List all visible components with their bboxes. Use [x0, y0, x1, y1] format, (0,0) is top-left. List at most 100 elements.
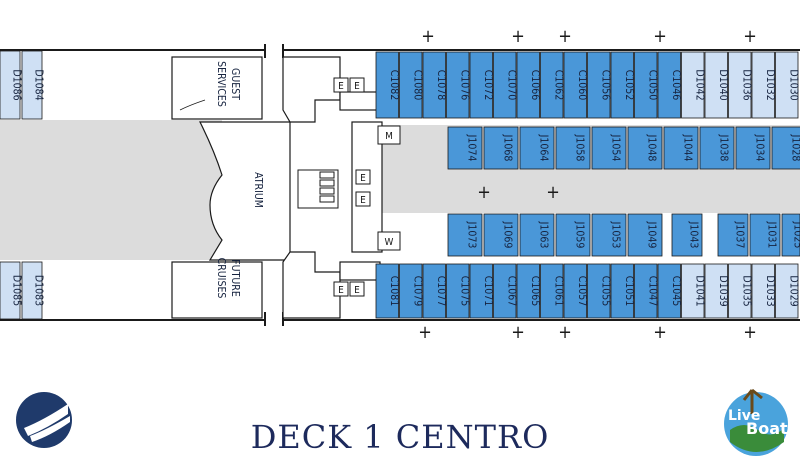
- cabin-C1060-label: C1060: [576, 70, 588, 101]
- cabin-C1061-label: C1061: [552, 276, 564, 307]
- cabin-C1051-label: C1051: [623, 276, 635, 307]
- elevator-3: [355, 169, 371, 185]
- plus-marker-icon: +: [511, 26, 525, 47]
- cabin-C1081: [375, 263, 399, 319]
- restroom-women: [377, 231, 401, 251]
- cabin-J1058: [555, 126, 591, 170]
- cabin-D1035-label: D1035: [740, 275, 752, 306]
- cabin-J1048: [627, 126, 663, 170]
- cabin-J1028-label: J1028: [790, 134, 800, 162]
- plus-marker-icon: +: [558, 322, 572, 343]
- logo-live-text: Live: [728, 408, 760, 424]
- svg-text:E: E: [354, 81, 360, 92]
- cabin-C1082-label: C1082: [388, 70, 400, 101]
- cabin-J1069: [483, 213, 519, 257]
- cabin-J1074-label: J1074: [466, 134, 478, 162]
- cabin-C1050: [634, 51, 658, 119]
- cabin-D1033: [751, 263, 775, 319]
- cabin-D1035: [728, 263, 752, 319]
- plus-marker-icon: +: [558, 26, 572, 47]
- cabin-J1025: [781, 213, 800, 257]
- cabin-J1031-label: J1031: [766, 221, 778, 249]
- cabin-J1069-label: J1069: [502, 221, 514, 249]
- cabin-D1040-label: D1040: [717, 69, 729, 100]
- cabin-C1052-label: C1052: [623, 70, 635, 101]
- cabin-J1068: [483, 126, 519, 170]
- cabin-C1045: [657, 263, 681, 319]
- cabin-C1057: [563, 263, 587, 319]
- restroom-men: [377, 125, 401, 145]
- cabin-J1073-label: J1073: [466, 221, 478, 249]
- cabin-C1066: [516, 51, 540, 119]
- cabin-D1084-label: D1084: [33, 69, 45, 100]
- cabin-D1086-label: D1086: [11, 69, 23, 100]
- label-future-cruises-2: CRUISES: [215, 258, 227, 299]
- cabin-C1079-label: C1079: [411, 276, 423, 307]
- plus-marker-icon: +: [421, 26, 435, 47]
- cabin-D1042-label: D1042: [693, 69, 705, 100]
- stair-top-left: [171, 56, 263, 319]
- elevator-4: [355, 191, 371, 207]
- plus-marker-icon: +: [418, 322, 432, 343]
- cabin-J1048-label: J1048: [646, 134, 658, 162]
- cabin-C1077-label: C1077: [435, 276, 447, 307]
- cabin-C1072-label: C1072: [482, 70, 494, 101]
- cabin-J1043-label: J1043: [688, 221, 700, 249]
- cabin-J1059: [555, 213, 591, 257]
- cabin-J1073: [447, 213, 483, 257]
- cabin-C1076-label: C1076: [458, 70, 470, 101]
- plus-marker-icon: +: [653, 322, 667, 343]
- cabin-D1033-label: D1033: [764, 275, 776, 306]
- cabin-C1071: [469, 263, 493, 319]
- cabin-C1082: [375, 51, 399, 119]
- cabin-D1039: [704, 263, 728, 319]
- cabin-J1053: [591, 213, 627, 257]
- cabin-C1078: [422, 51, 446, 119]
- svg-text:E: E: [360, 195, 366, 206]
- elevator-6: [349, 281, 365, 297]
- cabin-D1041-label: D1041: [693, 275, 705, 306]
- plus-marker-icon: +: [743, 322, 757, 343]
- logo-it-text: .it: [784, 427, 793, 437]
- cabin-C1065: [516, 263, 540, 319]
- label-guest-services-2: SERVICES: [215, 61, 227, 107]
- svg-text:E: E: [354, 285, 360, 296]
- cabin-C1070: [493, 51, 517, 119]
- cabin-J1064: [519, 126, 555, 170]
- cabin-J1058-label: J1058: [574, 134, 586, 162]
- cabin-C1062: [540, 51, 564, 119]
- cabin-D1040: [704, 51, 728, 119]
- plus-marker-icon: +: [653, 26, 667, 47]
- svg-text:W: W: [385, 237, 394, 248]
- cabin-C1080-label: C1080: [411, 70, 423, 101]
- cabin-J1031: [749, 213, 781, 257]
- cabin-C1066-label: C1066: [529, 70, 541, 101]
- cabin-C1067: [493, 263, 517, 319]
- cabin-D1039-label: D1039: [717, 275, 729, 306]
- svg-text:E: E: [338, 81, 344, 92]
- elevator-2: [349, 77, 365, 93]
- left-gray-corridor: [0, 120, 222, 260]
- svg-text:M: M: [385, 131, 393, 142]
- stairs-icon: [297, 169, 339, 209]
- cabin-C1076: [446, 51, 470, 119]
- cabin-J1059-label: J1059: [574, 221, 586, 249]
- cabin-D1041: [681, 263, 705, 319]
- label-guest-services-1: GUEST: [229, 68, 241, 100]
- cabin-J1074: [447, 126, 483, 170]
- svg-text:E: E: [360, 173, 366, 184]
- cabin-C1081-label: C1081: [388, 276, 400, 307]
- cabin-J1054-label: J1054: [610, 134, 622, 162]
- cabin-C1056: [587, 51, 611, 119]
- atrium-outline: [199, 121, 291, 261]
- cabin-C1055: [587, 263, 611, 319]
- cabin-J1034-label: J1034: [754, 134, 766, 162]
- cabin-C1045-label: C1045: [670, 276, 682, 307]
- cabin-C1047-label: C1047: [646, 276, 658, 307]
- cabin-C1061: [540, 263, 564, 319]
- cabin-J1063-label: J1063: [538, 221, 550, 249]
- plus-marker-icon: +: [743, 26, 757, 47]
- cabin-D1029-label: D1029: [787, 275, 799, 306]
- cabin-D1032-label: D1032: [764, 69, 776, 100]
- cabin-C1078-label: C1078: [435, 70, 447, 101]
